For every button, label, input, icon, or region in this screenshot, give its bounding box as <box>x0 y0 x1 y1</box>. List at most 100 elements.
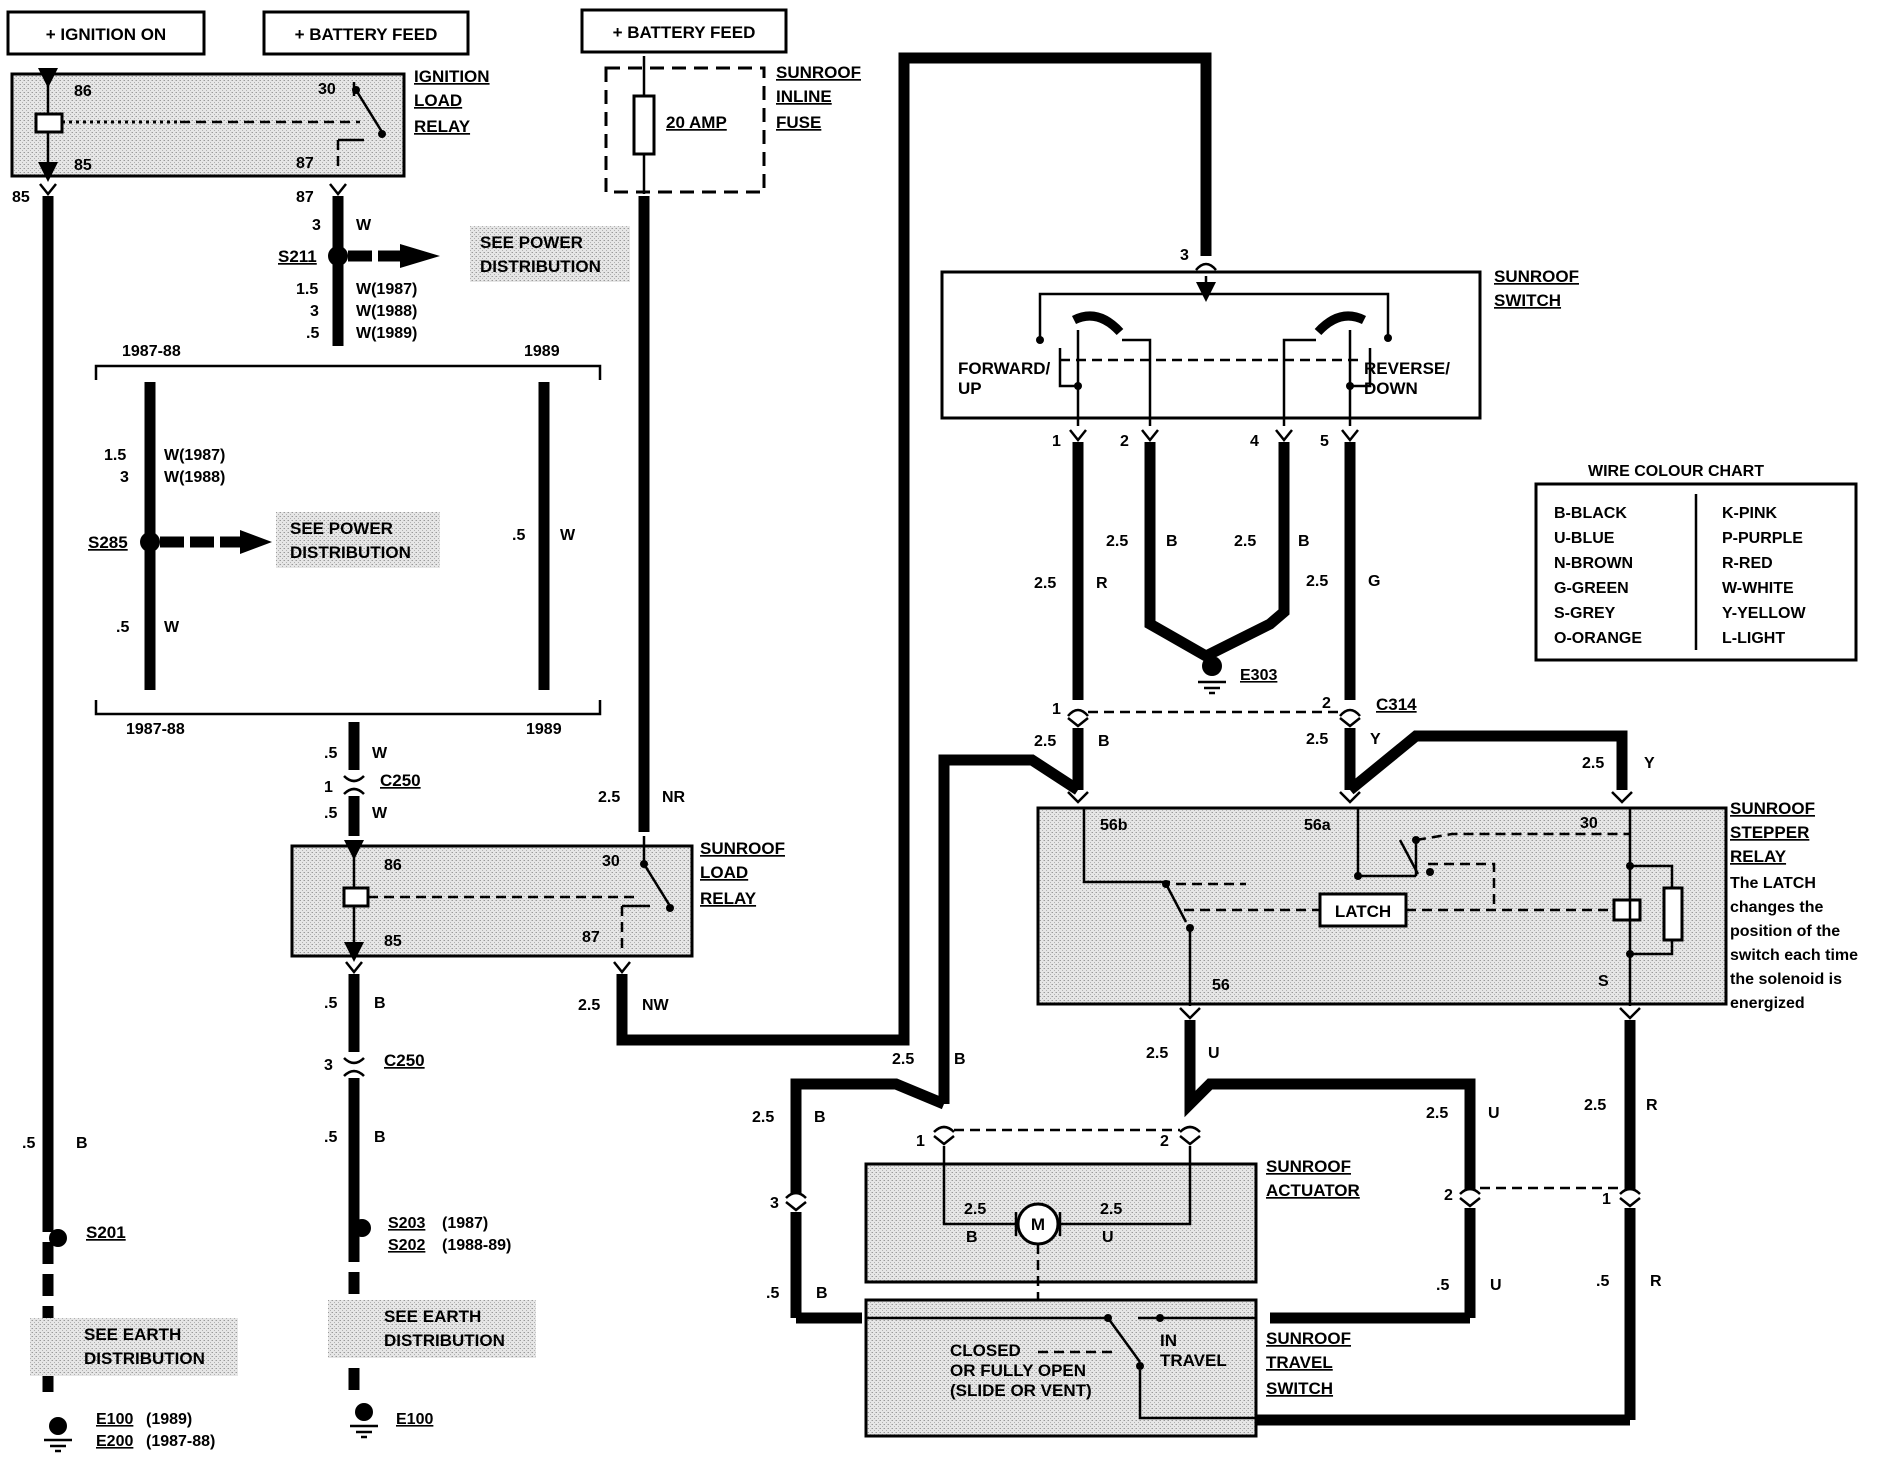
svg-text:B: B <box>1298 533 1310 550</box>
svg-text:+ BATTERY FEED: + BATTERY FEED <box>613 23 756 42</box>
colour-code-entry: Y-YELLOW <box>1722 605 1806 622</box>
colour-code-entry: P-PURPLE <box>1722 530 1803 547</box>
svg-text:2.5: 2.5 <box>1582 755 1604 772</box>
svg-text:SUNROOF: SUNROOF <box>1730 799 1815 818</box>
svg-text:C314: C314 <box>1376 695 1417 714</box>
svg-text:+ IGNITION ON: + IGNITION ON <box>46 25 166 44</box>
svg-text:2.5: 2.5 <box>1306 731 1328 748</box>
svg-text:U: U <box>1208 1045 1220 1062</box>
svg-text:1989: 1989 <box>526 721 562 738</box>
svg-text:B: B <box>374 1129 386 1146</box>
svg-text:.5: .5 <box>324 995 337 1012</box>
ground-e100-e200 <box>44 1417 72 1453</box>
svg-text:85: 85 <box>12 189 30 206</box>
svg-text:3: 3 <box>312 217 321 234</box>
svg-text:85: 85 <box>74 157 92 174</box>
svg-text:87: 87 <box>582 929 600 946</box>
colour-code-entry: R-RED <box>1722 555 1773 572</box>
svg-text:SEE EARTH: SEE EARTH <box>84 1325 181 1344</box>
svg-text:FUSE: FUSE <box>776 113 821 132</box>
svg-text:S203: S203 <box>388 1215 425 1232</box>
svg-text:SUNROOF: SUNROOF <box>1266 1157 1351 1176</box>
svg-text:W: W <box>164 619 180 636</box>
svg-text:2: 2 <box>1322 695 1331 712</box>
ignition-relay-label-1: IGNITION <box>414 67 490 86</box>
svg-text:U: U <box>1488 1105 1500 1122</box>
svg-text:RELAY: RELAY <box>700 889 757 908</box>
svg-text:(1988-89): (1988-89) <box>442 1237 511 1254</box>
svg-text:2.5: 2.5 <box>1234 533 1256 550</box>
svg-text:W(1987): W(1987) <box>164 447 225 464</box>
svg-text:OR FULLY OPEN: OR FULLY OPEN <box>950 1361 1086 1380</box>
svg-text:1: 1 <box>1052 433 1061 450</box>
svg-text:1.5: 1.5 <box>296 281 318 298</box>
svg-text:1: 1 <box>916 1133 925 1150</box>
svg-text:2.5: 2.5 <box>1100 1201 1122 1218</box>
switch-output-wires: 1 2 4 5 2.5 B 2.5 B 2.5 R 2.5 G E303 <box>1034 429 1380 700</box>
svg-text:4: 4 <box>1250 433 1259 450</box>
svg-text:.5: .5 <box>766 1285 779 1302</box>
svg-text:E100: E100 <box>396 1411 433 1428</box>
svg-text:The LATCH: The LATCH <box>1730 875 1816 892</box>
svg-text:DISTRIBUTION: DISTRIBUTION <box>384 1331 505 1350</box>
svg-text:B: B <box>954 1051 966 1068</box>
svg-text:UP: UP <box>958 379 982 398</box>
svg-text:2.5: 2.5 <box>1146 1045 1168 1062</box>
svg-text:56a: 56a <box>1304 817 1331 834</box>
svg-text:2.5: 2.5 <box>598 789 620 806</box>
svg-text:LATCH: LATCH <box>1335 902 1391 921</box>
svg-text:(SLIDE OR VENT): (SLIDE OR VENT) <box>950 1381 1092 1400</box>
colour-code-entry: B-BLACK <box>1554 505 1627 522</box>
svg-text:B: B <box>966 1229 978 1246</box>
svg-text:S: S <box>1598 973 1609 990</box>
svg-text:1: 1 <box>1602 1191 1611 1208</box>
svg-text:2.5: 2.5 <box>1584 1097 1606 1114</box>
svg-text:TRAVEL: TRAVEL <box>1160 1351 1227 1370</box>
wire-colour-chart-title: WIRE COLOUR CHART <box>1588 463 1764 480</box>
nw-feed-wire: 2.5 NW 3 <box>578 52 1217 1046</box>
svg-text:M: M <box>1031 1215 1045 1234</box>
svg-text:R: R <box>1096 575 1108 592</box>
svg-text:5: 5 <box>1320 433 1329 450</box>
colour-code-entry: K-PINK <box>1722 505 1778 522</box>
svg-text:2.5: 2.5 <box>1426 1105 1448 1122</box>
sunroof-actuator: M 2.5 B 2.5 U SUNROOF ACTUATOR <box>864 1157 1360 1352</box>
svg-text:energized: energized <box>1730 995 1805 1012</box>
svg-text:DISTRIBUTION: DISTRIBUTION <box>84 1349 205 1368</box>
colour-code-entry: O-ORANGE <box>1554 630 1642 647</box>
svg-text:30: 30 <box>318 81 336 98</box>
svg-text:W: W <box>372 805 388 822</box>
svg-text:2.5: 2.5 <box>1306 573 1328 590</box>
svg-text:.5: .5 <box>1436 1277 1449 1294</box>
svg-text:LOAD: LOAD <box>700 863 748 882</box>
svg-text:30: 30 <box>1580 815 1598 832</box>
sunroof-load-relay: 86 85 30 87 SUNROOF LOAD RELAY <box>290 836 785 962</box>
svg-text:2.5: 2.5 <box>1034 575 1056 592</box>
feed-s211: 87 3 W S211 SEE POWER DISTRIBUTION 1.5 W… <box>278 183 630 346</box>
svg-text:W(1988): W(1988) <box>356 303 417 320</box>
battery-feed-source-1: + BATTERY FEED <box>262 10 470 56</box>
svg-text:20 AMP: 20 AMP <box>666 113 727 132</box>
svg-text:SEE EARTH: SEE EARTH <box>384 1307 481 1326</box>
svg-text:DOWN: DOWN <box>1364 379 1418 398</box>
svg-text:1: 1 <box>324 779 333 796</box>
svg-text:3: 3 <box>120 469 129 486</box>
svg-text:SWITCH: SWITCH <box>1494 291 1561 310</box>
svg-text:3: 3 <box>324 1057 333 1074</box>
svg-text:B: B <box>816 1285 828 1302</box>
svg-text:C250: C250 <box>380 771 421 790</box>
colour-code-entry: S-GREY <box>1554 605 1616 622</box>
svg-text:3: 3 <box>770 1195 779 1212</box>
svg-text:2.5: 2.5 <box>1106 533 1128 550</box>
c250-upper: .5 W 1 C250 .5 W <box>324 722 421 836</box>
svg-text:.5: .5 <box>324 1129 337 1146</box>
svg-text:87: 87 <box>296 155 314 172</box>
svg-text:1987-88: 1987-88 <box>126 721 185 738</box>
svg-text:W(1988): W(1988) <box>164 469 225 486</box>
svg-text:R: R <box>1646 1097 1658 1114</box>
svg-text:1987-88: 1987-88 <box>122 343 181 360</box>
sunroof-inline-fuse: 20 AMP SUNROOF INLINE FUSE <box>604 56 861 194</box>
svg-text:W: W <box>356 217 372 234</box>
svg-text:56b: 56b <box>1100 817 1128 834</box>
